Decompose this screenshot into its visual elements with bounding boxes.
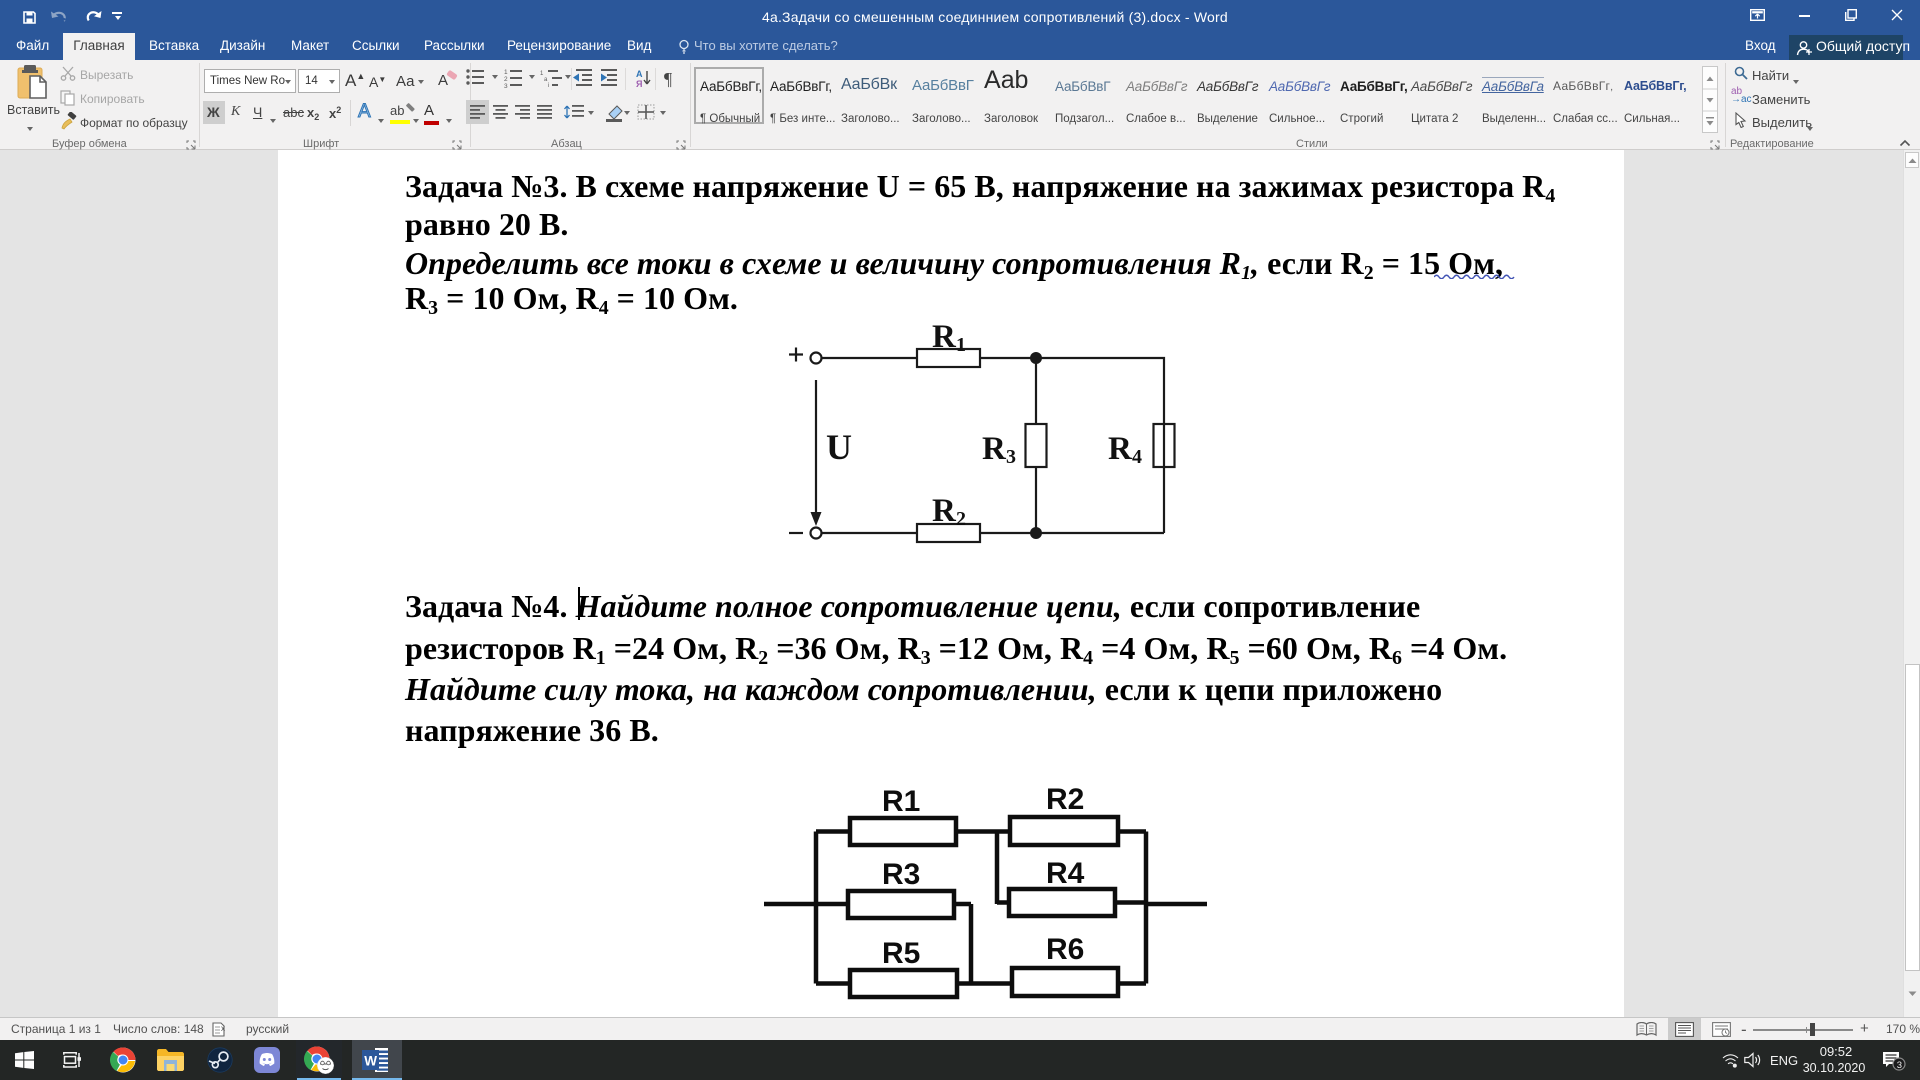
svg-text:R: R [1108, 431, 1133, 467]
svg-text:R6: R6 [1046, 933, 1084, 966]
svg-text:¶: ¶ [664, 69, 672, 89]
svg-text:2: 2 [956, 508, 966, 530]
svg-text:R3: R3 [882, 858, 920, 891]
svg-text:Я: Я [636, 79, 642, 89]
svg-text:4: 4 [1132, 446, 1142, 468]
svg-text:A: A [438, 72, 448, 89]
svg-text:U: U [826, 427, 852, 467]
svg-text:R1: R1 [882, 785, 920, 818]
svg-text:R: R [932, 493, 957, 529]
svg-text:1: 1 [504, 69, 508, 76]
svg-text:R5: R5 [882, 937, 920, 970]
svg-text:x: x [221, 1024, 225, 1033]
svg-text:2: 2 [504, 76, 508, 83]
svg-text:a: a [544, 77, 548, 83]
svg-text:W: W [364, 1054, 377, 1069]
svg-text:1: 1 [540, 71, 544, 77]
svg-text:R2: R2 [1046, 783, 1084, 816]
svg-text:R: R [932, 319, 957, 355]
svg-text:3: 3 [1006, 446, 1016, 468]
svg-text:3: 3 [504, 83, 508, 90]
svg-text:1: 1 [956, 334, 966, 356]
svg-text:3: 3 [1897, 1060, 1902, 1071]
svg-text:R: R [982, 431, 1007, 467]
svg-text:R4: R4 [1046, 857, 1085, 890]
svg-text:i: i [548, 83, 549, 89]
svg-text:А: А [636, 69, 643, 79]
